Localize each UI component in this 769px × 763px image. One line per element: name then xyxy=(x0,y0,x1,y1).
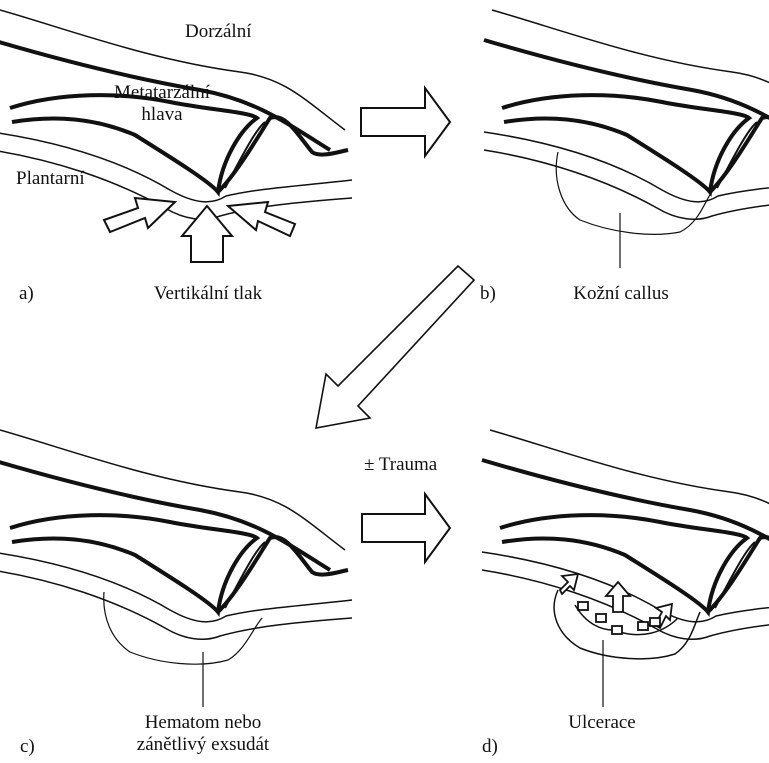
ulcer-outline xyxy=(554,590,700,659)
metatarsal-head-line1: Metatarzální xyxy=(114,82,210,104)
trauma-label: ± Trauma xyxy=(364,454,437,476)
hematoma-caption: Hematom nebo zánětlivý exsudát xyxy=(137,712,269,756)
arrow-a-to-b xyxy=(361,88,450,156)
ulceration-caption: Ulcerace xyxy=(568,712,636,734)
ulcer-fragment-3 xyxy=(612,626,622,634)
ulcer-fragment-4 xyxy=(638,622,648,630)
panel-d-foot xyxy=(482,430,769,639)
ulcer-arrow-2 xyxy=(606,582,630,612)
pressure-arrow-left xyxy=(104,198,175,232)
arrow-b-to-c xyxy=(316,266,474,428)
hematoma-caption-line1: Hematom nebo xyxy=(137,712,269,734)
ulcer-fragment-5 xyxy=(650,618,660,626)
arrow-c-to-d xyxy=(362,494,450,562)
hematoma-caption-line2: zánětlivý exsudát xyxy=(137,734,269,756)
panel-c-letter: c) xyxy=(20,736,35,758)
panel-a-letter: a) xyxy=(19,283,34,305)
dorsal-label: Dorzální xyxy=(185,21,251,43)
pressure-arrows xyxy=(104,198,295,262)
panel-d-letter: d) xyxy=(482,736,498,758)
panel-b-letter: b) xyxy=(480,283,496,305)
pressure-arrow-right xyxy=(228,202,295,236)
metatarsal-head-line2: hlava xyxy=(114,104,210,126)
vertical-pressure-caption: Vertikální tlak xyxy=(154,283,262,305)
panel-b-foot xyxy=(484,10,769,219)
ulcer-fragment-2 xyxy=(596,614,606,622)
panel-c-foot xyxy=(0,430,352,639)
hematoma-outline xyxy=(104,592,262,664)
ulcer-fragment-1 xyxy=(578,602,588,610)
callus-outline xyxy=(556,152,712,234)
ulcer-arrows xyxy=(560,574,672,634)
plantar-label: Plantarní xyxy=(16,168,85,190)
callus-caption: Kožní callus xyxy=(573,283,669,305)
metatarsal-head-label: Metatarzální hlava xyxy=(114,82,210,126)
